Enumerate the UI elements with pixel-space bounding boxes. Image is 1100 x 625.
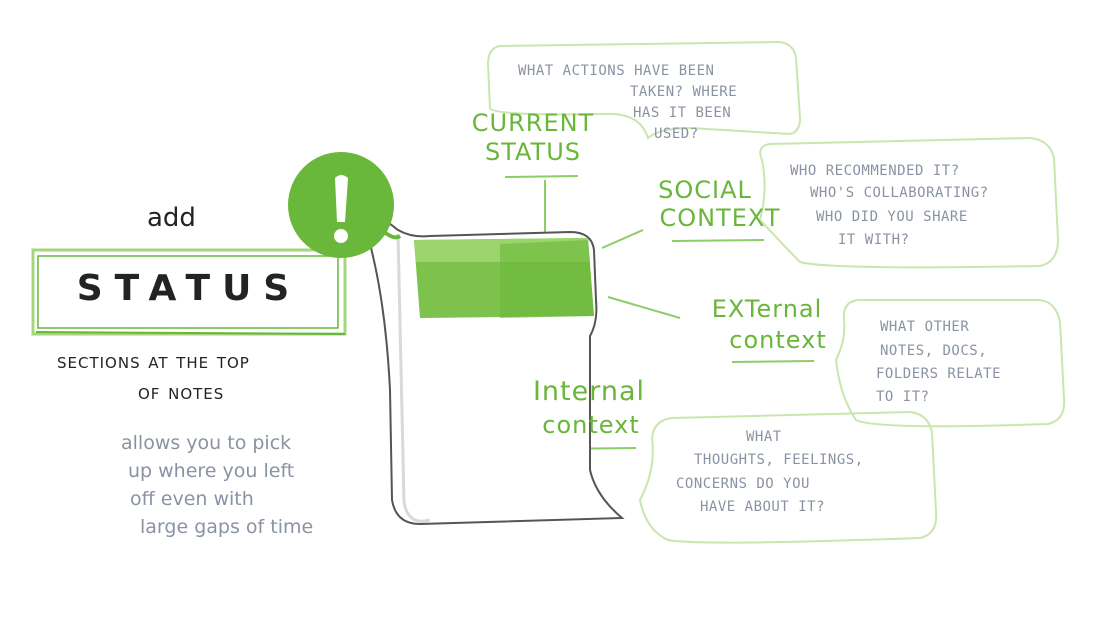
heading-external-context-line-1: EXTernal xyxy=(711,295,823,323)
connector-social-context xyxy=(601,229,644,249)
question-external-context-line-4: to it? xyxy=(876,389,930,405)
heading-current-status-line-1: CURRENT xyxy=(471,109,595,137)
question-external-context-line-1: what other xyxy=(880,319,970,335)
question-current-status-line-2: taken? Where xyxy=(630,84,738,100)
status-label: STATUS xyxy=(76,268,302,309)
question-internal-context-line-2: thoughts, feelings, xyxy=(694,452,864,468)
question-current-status-line-1: What actions have been xyxy=(518,63,715,79)
sections-line-1: sections at the top xyxy=(57,349,250,373)
heading-social-context-line-2: CONTEXT xyxy=(659,204,781,232)
bubble-current-status xyxy=(486,40,802,140)
underline-social-context xyxy=(671,239,765,242)
question-current-status-line-3: has it been xyxy=(633,105,732,121)
question-internal-context-line-1: what xyxy=(746,429,782,445)
heading-external-context-line-2: context xyxy=(729,326,827,354)
question-current-status-line-4: used? xyxy=(654,126,699,142)
underline-current-status xyxy=(504,175,579,178)
sections-line-2: of notes xyxy=(138,380,225,404)
question-social-context-line-2: who's collaborating? xyxy=(810,185,989,201)
add-label: add xyxy=(147,203,196,233)
heading-social-context-line-1: SOCIAL xyxy=(658,176,752,204)
heading-internal-context-line-1: Internal xyxy=(532,376,646,407)
status-box-edge xyxy=(35,331,346,335)
heading-current-status-line-2: STATUS xyxy=(484,138,582,166)
question-external-context-line-2: notes, docs, xyxy=(880,343,988,359)
question-social-context-line-1: who recommended it? xyxy=(790,163,960,179)
question-internal-context-line-4: have about it? xyxy=(700,499,826,515)
question-internal-context-line-3: concerns do you xyxy=(676,476,810,492)
pickup-line-2: up where you left xyxy=(128,460,295,482)
exclamation-icon xyxy=(288,152,394,258)
status-box-inner xyxy=(37,255,339,329)
bubble-external-context xyxy=(834,299,1066,428)
bubble-internal-context xyxy=(638,410,938,544)
heading-internal-context-line-2: context xyxy=(542,411,640,439)
pickup-line-3: off even with xyxy=(130,488,254,510)
question-external-context-line-3: folders relate xyxy=(876,366,1002,382)
pickup-line-4: large gaps of time xyxy=(140,516,314,538)
pickup-line-1: allows you to pick xyxy=(121,432,292,454)
underline-external-context xyxy=(731,360,815,363)
question-social-context-line-4: it with? xyxy=(838,232,910,248)
connector-external-context xyxy=(607,296,681,319)
status-box-outer xyxy=(31,248,347,336)
question-social-context-line-3: who did you share xyxy=(816,209,968,225)
document-icon xyxy=(369,214,625,526)
bubble-social-context xyxy=(758,136,1060,269)
